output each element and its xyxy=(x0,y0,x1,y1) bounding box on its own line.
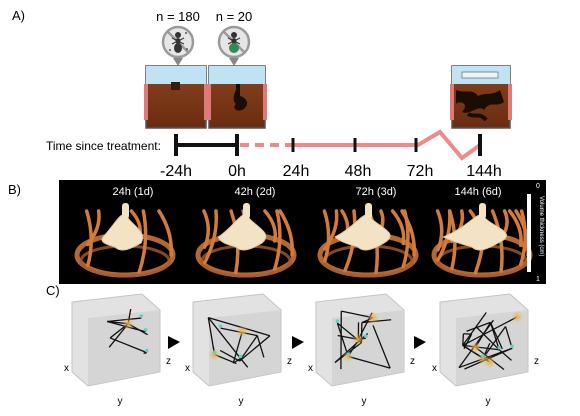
nest-shaft xyxy=(365,203,372,219)
entrance-node xyxy=(510,344,514,348)
entrance-node xyxy=(213,351,217,355)
axis-z-label: z xyxy=(534,356,539,367)
soil-container-144h xyxy=(450,66,512,128)
axis-y-label: y xyxy=(239,396,244,407)
frame-label: 72h (3d) xyxy=(356,186,397,198)
tick-label: -24h xyxy=(160,163,192,180)
nest-shaft xyxy=(479,203,486,219)
tick-label: 48h xyxy=(345,163,372,180)
network-box xyxy=(72,294,160,386)
arrow-right-icon xyxy=(168,336,180,349)
axis-z-label: z xyxy=(410,356,415,367)
nest-shaft xyxy=(122,203,129,219)
scale-bottom-label: 1 xyxy=(536,276,540,283)
scale-title: Volume thickness (cm) xyxy=(538,196,544,256)
chamber-node xyxy=(236,326,248,338)
soil-container-0h xyxy=(207,66,267,128)
chamber-node xyxy=(367,312,379,324)
axis-x-label: x xyxy=(432,363,437,374)
entrance-node xyxy=(497,346,501,350)
timeline-pink-segment xyxy=(286,132,480,158)
tick-label: 0h xyxy=(228,163,246,180)
chamber-node xyxy=(511,311,523,323)
scale-top-label: 0 xyxy=(536,183,540,190)
frame-label: 42h (2d) xyxy=(235,186,276,198)
entrance-node xyxy=(239,355,243,359)
entrance-node xyxy=(219,324,223,328)
axis-x-label: x xyxy=(185,363,190,374)
network-box xyxy=(316,294,404,386)
panel-a-label: A) xyxy=(12,8,25,23)
entrance-node xyxy=(139,314,143,318)
thickness-scale-bar xyxy=(527,194,531,272)
ant-icon-left xyxy=(163,27,193,57)
chamber-node xyxy=(352,333,364,345)
chamber-node xyxy=(469,341,481,353)
entrance-node xyxy=(364,334,368,338)
chamber-node xyxy=(342,350,354,362)
arrow-right-icon xyxy=(414,336,426,349)
arrow-right-icon xyxy=(292,336,304,349)
tick-label: 24h xyxy=(283,163,310,180)
chamber-node xyxy=(122,318,134,330)
panel-b-label: B) xyxy=(8,182,21,197)
axis-y-label: y xyxy=(486,396,491,407)
chamber-node xyxy=(484,356,496,368)
chamber-node xyxy=(209,349,221,361)
network-box xyxy=(440,294,528,386)
network-edge xyxy=(144,353,147,354)
network-box xyxy=(193,294,281,386)
entrance-node xyxy=(145,349,149,353)
frame-label: 24h (1d) xyxy=(113,186,154,198)
entrance-node xyxy=(481,355,485,359)
soil-container-minus24h xyxy=(144,66,208,128)
entrance-node xyxy=(336,319,340,323)
entrance-node xyxy=(144,328,148,332)
axis-z-label: z xyxy=(287,356,292,367)
arrow-down-icon xyxy=(173,58,183,66)
frame-label: 144h (6d) xyxy=(454,186,501,198)
timeline-label: Time since treatment: xyxy=(46,139,161,153)
arrow-down-icon xyxy=(229,58,239,66)
panel-c-label: C) xyxy=(46,283,60,298)
tick-label: 72h xyxy=(407,163,434,180)
n-left-label: n = 180 xyxy=(156,9,200,24)
entrance-node xyxy=(346,353,350,357)
tick-label: 144h xyxy=(466,163,502,180)
nest-shaft xyxy=(243,203,250,219)
axis-x-label: x xyxy=(308,363,313,374)
axis-z-label: z xyxy=(166,356,171,367)
n-right-label: n = 20 xyxy=(216,9,253,24)
axis-y-label: y xyxy=(118,396,123,407)
axis-y-label: y xyxy=(362,396,367,407)
axis-x-label: x xyxy=(64,363,69,374)
ant-icon-right xyxy=(219,27,249,57)
